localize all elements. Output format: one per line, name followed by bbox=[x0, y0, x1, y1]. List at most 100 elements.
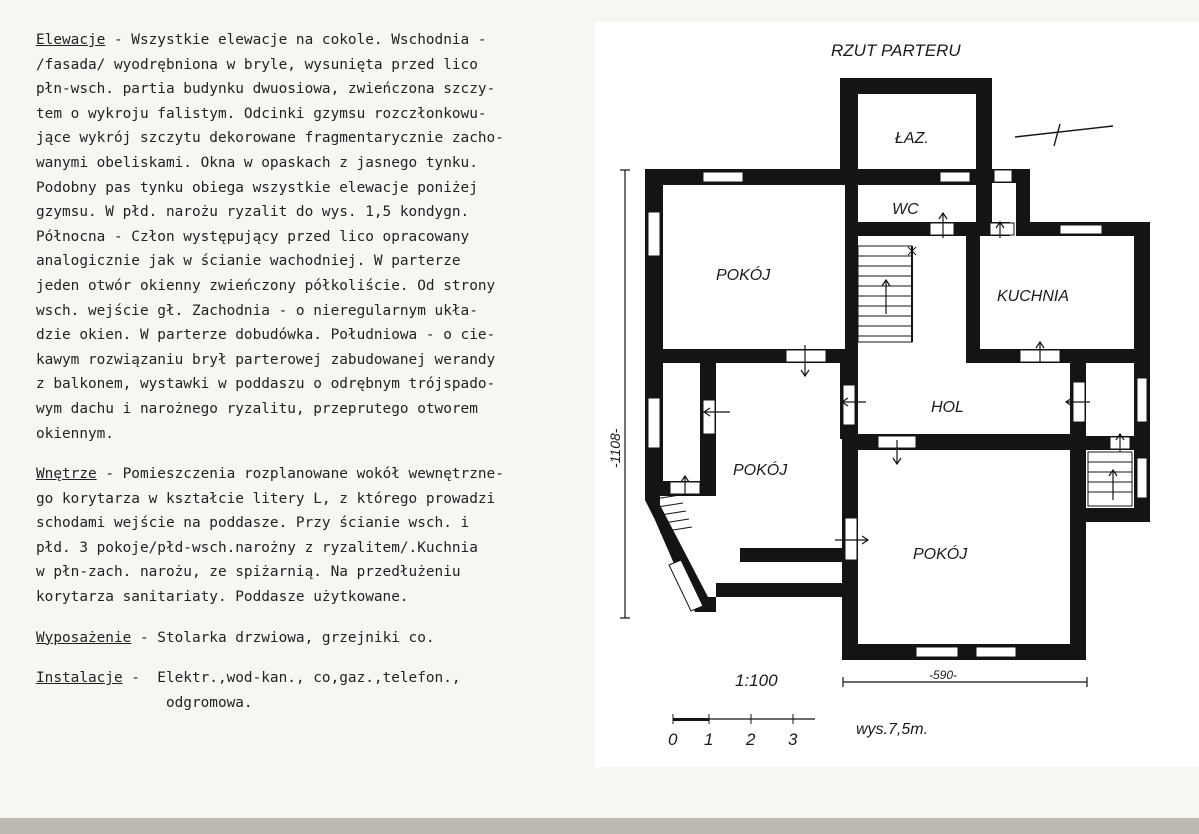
windows bbox=[647, 171, 1148, 658]
window bbox=[647, 211, 661, 257]
entrance-stairs bbox=[1087, 451, 1133, 507]
arrow-icon bbox=[881, 278, 891, 314]
text-line: Wyposażenie - Stolarka drzwiowa, grzejni… bbox=[36, 626, 581, 651]
arrow-icon bbox=[938, 211, 948, 238]
stair-treads bbox=[858, 255, 912, 337]
text-line: Północna - Człon występujący przed lico … bbox=[36, 225, 581, 250]
scale-label: 1:100 bbox=[735, 671, 778, 690]
room-label-west: POKÓJ bbox=[733, 460, 788, 479]
line-text: go korytarza w kształcie litery L, z któ… bbox=[36, 490, 496, 507]
north-arrow-icon bbox=[1014, 123, 1114, 147]
arrow-icon bbox=[835, 535, 870, 545]
section-label: Elewacje bbox=[36, 32, 106, 48]
section-label: Wnętrze bbox=[36, 466, 97, 483]
window bbox=[1136, 377, 1148, 423]
line-text: kawym rozwiązaniu brył parterowej zabudo… bbox=[36, 351, 496, 368]
stairs bbox=[647, 245, 1133, 533]
window bbox=[975, 646, 1017, 658]
plan-labels: RZUT PARTERU ŁAZ. WC POKÓJ KUCHNIA HOL P… bbox=[607, 41, 1069, 749]
text-line: jące wykrój szczytu dekorowane fragmenta… bbox=[36, 126, 581, 151]
text-line: okiennym. bbox=[36, 422, 581, 447]
text-line: płd. 3 pokoje/płd-wsch.narożny z ryzalit… bbox=[36, 536, 581, 561]
door bbox=[929, 222, 955, 236]
window bbox=[668, 559, 704, 612]
door bbox=[702, 399, 716, 435]
line-text: w płn-zach. narożu, ze spiżarnią. Na prz… bbox=[36, 564, 461, 581]
room-hall bbox=[858, 363, 1070, 434]
line-text: płn-wsch. partia budynku dwuosiowa, zwie… bbox=[36, 81, 496, 98]
arrow-icon bbox=[1035, 340, 1045, 362]
text-line: z balkonem, wystawki w poddaszu o odrębn… bbox=[36, 372, 581, 397]
room-bathroom bbox=[858, 94, 976, 169]
window bbox=[1136, 457, 1148, 499]
wall bbox=[840, 78, 992, 94]
line-text: schodami wejście na poddasze. Przy ścian… bbox=[36, 515, 470, 532]
window bbox=[702, 171, 744, 183]
wall bbox=[1016, 169, 1030, 235]
paragraph: Wnętrze - Pomieszczenia rozplanowane wok… bbox=[36, 462, 581, 610]
arrow-icon bbox=[892, 440, 902, 466]
text-line: tem o wykroju falistym. Odcinki gzymsu r… bbox=[36, 102, 581, 127]
scale-tick-0: 0 bbox=[668, 730, 678, 749]
line-text: okiennym. bbox=[36, 425, 114, 442]
room-label-wc: WC bbox=[892, 201, 919, 218]
section-label: Wyposażenie bbox=[36, 629, 132, 646]
line-text: Podobny pas tynku obiega wszystkie elewa… bbox=[36, 179, 478, 196]
text-line: Wnętrze - Pomieszczenia rozplanowane wok… bbox=[36, 462, 581, 487]
text-line: w płn-zach. narożu, ze spiżarnią. Na prz… bbox=[36, 560, 581, 585]
text-line: odgromowa. bbox=[36, 691, 581, 716]
text-line: dzie okien. W parterze dobudówka. Połudn… bbox=[36, 323, 581, 348]
room-wc bbox=[858, 185, 976, 222]
room-kitchen bbox=[980, 236, 1134, 349]
entrance-stairs-area bbox=[1086, 450, 1134, 508]
wall bbox=[1070, 436, 1086, 660]
window bbox=[915, 646, 959, 658]
door bbox=[993, 169, 1013, 183]
text-line: analogicznie jak w ścianie wachodniej. W… bbox=[36, 249, 581, 274]
arrow-icon bbox=[800, 345, 810, 378]
plan-title: RZUT PARTERU bbox=[831, 41, 961, 60]
arrow-icon bbox=[680, 474, 690, 496]
paragraph: Wyposażenie - Stolarka drzwiowa, grzejni… bbox=[36, 626, 581, 651]
dimension-vertical: -1108- bbox=[607, 428, 623, 468]
text-line: wanymi obeliskami. Okna w opaskach z jas… bbox=[36, 151, 581, 176]
wall bbox=[976, 78, 992, 228]
height-note: wys.7,5m. bbox=[856, 721, 928, 738]
small-closet bbox=[992, 183, 1016, 222]
paragraph: Instalacje - Elektr.,wod-kan., co,gaz.,t… bbox=[36, 666, 581, 715]
text-line: Elewacje - Wszystkie elewacje na cokole.… bbox=[36, 28, 581, 53]
line-text: wanymi obeliskami. Okna w opaskach z jas… bbox=[36, 154, 478, 171]
room-label-nw: POKÓJ bbox=[716, 265, 771, 284]
window bbox=[1059, 224, 1103, 235]
text-line: go korytarza w kształcie litery L, z któ… bbox=[36, 487, 581, 512]
wall bbox=[966, 222, 980, 362]
arrow-icon bbox=[702, 407, 730, 417]
room-nw bbox=[663, 185, 845, 349]
text-line: schodami wejście na poddasze. Przy ścian… bbox=[36, 511, 581, 536]
wall bbox=[840, 222, 1010, 236]
arrow-icon bbox=[1108, 468, 1118, 500]
text-line: /fasada/ wyodrębniona w bryle, wysunięta… bbox=[36, 53, 581, 78]
line-text: gzymsu. W płd. narożu ryzalit do wys. 1,… bbox=[36, 204, 470, 221]
text-line: Podobny pas tynku obiega wszystkie elewa… bbox=[36, 176, 581, 201]
line-text: - Stolarka drzwiowa, grzejniki co. bbox=[131, 629, 435, 646]
interior-fill bbox=[660, 94, 1134, 644]
line-text: /fasada/ wyodrębniona w bryle, wysunięta… bbox=[36, 56, 478, 73]
wall bbox=[645, 169, 845, 185]
scale-tick-3: 3 bbox=[788, 730, 798, 749]
room-vestibule bbox=[1086, 363, 1134, 434]
window bbox=[939, 171, 971, 183]
text-line: wym dachu i narożnego ryzalitu, przeprut… bbox=[36, 397, 581, 422]
door bbox=[989, 222, 1015, 236]
text-line: płn-wsch. partia budynku dwuosiowa, zwie… bbox=[36, 77, 581, 102]
arrows bbox=[680, 211, 1125, 545]
room-label-kitchen: KUCHNIA bbox=[997, 288, 1069, 305]
section-label: Instalacje bbox=[36, 670, 123, 687]
line-text: Północna - Człon występujący przed lico … bbox=[36, 228, 470, 245]
room-label-bathroom: ŁAZ. bbox=[895, 130, 929, 147]
line-text: dzie okien. W parterze dobudówka. Połudn… bbox=[36, 327, 496, 344]
room-label-south: POKÓJ bbox=[913, 544, 968, 563]
description-text: Elewacje - Wszystkie elewacje na cokole.… bbox=[36, 28, 581, 731]
line-text: jące wykrój szczytu dekorowane fragmenta… bbox=[36, 130, 504, 147]
floor-plan: RZUT PARTERU ŁAZ. WC POKÓJ KUCHNIA HOL P… bbox=[607, 41, 1150, 749]
